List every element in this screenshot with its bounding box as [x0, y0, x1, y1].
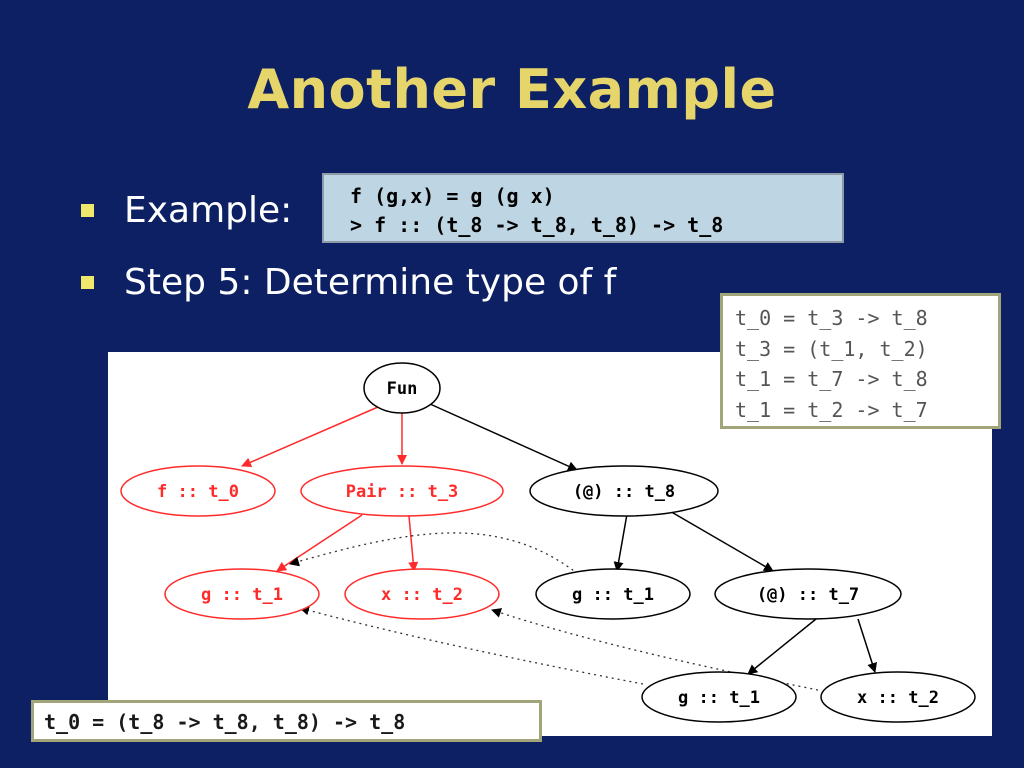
bullet-example: Example:	[81, 190, 292, 231]
svg-text:Fun: Fun	[387, 379, 418, 399]
tree-node: Fun	[363, 362, 441, 414]
edge-fun-app8	[429, 403, 578, 471]
bullet-text: Step 5: Determine type of f	[124, 262, 617, 303]
edge-pair-x2	[408, 515, 419, 572]
svg-text:f :: t_0: f :: t_0	[157, 482, 239, 502]
tree-node: g :: t_1	[641, 671, 797, 723]
svg-text:(@) :: t_7: (@) :: t_7	[757, 585, 859, 605]
svg-text:x :: t_2: x :: t_2	[381, 585, 463, 605]
constraint-line: t_3 = (t_1, t_2)	[735, 336, 928, 361]
edge-app7-x2b	[857, 618, 878, 673]
constraint-box: t_0 = t_3 -> t_8 t_3 = (t_1, t_2) t_1 = t_…	[720, 293, 1001, 429]
tree-node: (@) :: t_7	[714, 568, 902, 620]
bullet-text: Example:	[124, 190, 293, 231]
tree-node: x :: t_2	[344, 568, 500, 620]
bullet-marker	[81, 276, 94, 289]
tree-node: x :: t_2	[820, 671, 976, 723]
svg-text:g :: t_1: g :: t_1	[678, 688, 760, 708]
code-line: > f :: (t_8 -> t_8, t_8) -> t_8	[350, 213, 724, 237]
bullet-marker	[81, 204, 94, 217]
dotted-link-x2b-x2	[491, 608, 819, 691]
svg-text:x :: t_2: x :: t_2	[857, 688, 939, 708]
constraint-line: t_1 = t_2 -> t_7	[735, 397, 928, 422]
type-tree-svg: Fun f :: t_0 Pair :: t_3 (@) :: t_8 g ::…	[120, 362, 976, 723]
code-line: f (g,x) = g (g x)	[350, 184, 555, 208]
result-box: t_0 = (t_8 -> t_8, t_8) -> t_8	[31, 700, 542, 742]
svg-text:(@) :: t_8: (@) :: t_8	[573, 482, 675, 502]
edge-app8-g1b	[613, 513, 628, 572]
edge-app7-g1c	[747, 618, 817, 675]
tree-node: Pair :: t_3	[300, 465, 504, 517]
dotted-link-g1c-g1	[299, 605, 644, 685]
svg-text:Pair :: t_3: Pair :: t_3	[346, 482, 459, 502]
edge-app8-app7	[667, 509, 774, 572]
svg-text:g :: t_1: g :: t_1	[572, 585, 654, 605]
dotted-link-g1b-g1	[289, 532, 579, 575]
bullet-step5: Step 5: Determine type of f	[81, 262, 616, 303]
constraint-line: t_0 = t_3 -> t_8	[735, 306, 928, 330]
svg-text:g :: t_1: g :: t_1	[201, 585, 283, 605]
edge-pair-g1	[276, 514, 363, 572]
tree-node: (@) :: t_8	[529, 465, 719, 517]
constraint-line: t_1 = t_7 -> t_8	[735, 367, 928, 391]
code-box: f (g,x) = g (g x)> f :: (t_8 -> t_8, t_8…	[322, 173, 844, 243]
tree-node: f :: t_0	[120, 465, 276, 517]
slide-title: Another Example	[247, 58, 777, 121]
tree-node: g :: t_1	[164, 568, 320, 620]
edge-fun-f	[241, 406, 379, 468]
tree-node: g :: t_1	[535, 568, 691, 620]
